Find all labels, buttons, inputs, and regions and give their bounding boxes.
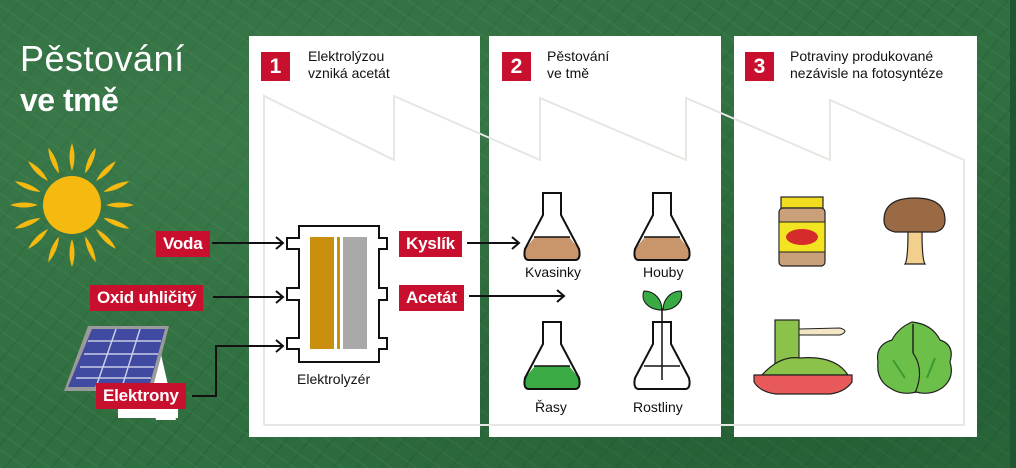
step-title-line1: Elektrolýzou [308,48,385,64]
flask-liquid [524,237,580,260]
sun-ray [69,239,75,267]
sun-ray [14,181,41,192]
step-title-line1: Potraviny produkované [790,48,934,64]
lettuce-icon [876,321,952,394]
flask-outline [633,321,691,390]
flask-icon [523,192,581,261]
step-number-badge: 3 [745,52,774,81]
input-label-water: Voda [156,231,210,257]
input-label-co2: Oxid uhličitý [90,285,204,311]
factory-outline [263,94,965,426]
right-edge-strip [1010,0,1016,468]
electrolyzer-icon [286,225,388,363]
flask-icon [523,321,581,390]
step-title-line1: Pěstování [547,48,610,64]
step-title-line2: vzniká acetát [308,65,390,81]
input-arrows [192,236,285,397]
flask-liquid [524,366,580,389]
step-number-badge: 1 [261,52,290,81]
electrolyzer-label: Elektrolyzér [297,371,371,387]
flask-outline [523,192,581,261]
step-number-badge: 2 [502,52,531,81]
flask-liquid [634,237,690,260]
sun-ray [96,229,116,249]
step-title-line2: nezávisle na fotosyntéze [790,65,944,81]
sun-ray [28,161,48,181]
page-title-line1: Pěstování [20,38,185,79]
step-title: Pěstování ve tmě [547,48,609,82]
flask-icon [633,192,691,261]
step-title-line2: ve tmě [547,65,590,81]
organism-label-plants: Rostliny [633,399,683,415]
jar-icon [778,196,826,267]
pasta-icon [753,319,853,395]
sun-ray [103,181,130,192]
input-label-electrons: Elektrony [96,383,186,409]
mushroom-icon [883,197,946,265]
plant-leaves-icon [642,290,683,380]
step-title: Elektrolýzou vzniká acetát [308,48,390,82]
page-title-line2: ve tmě [20,82,119,118]
output-label-oxygen: Kyslík [399,231,462,257]
sun-ray [85,236,96,263]
sun-ray [48,147,59,174]
sun-ray [28,229,48,249]
sun-ray [69,143,75,171]
sun-ray [96,161,116,181]
output-arrows [467,236,566,303]
sun-ray [103,218,130,229]
organism-label-yeast: Kvasinky [525,264,582,280]
output-label-acetate: Acetát [399,285,464,311]
sun-ray [106,202,134,208]
sun-ray [48,236,59,263]
flask-outline [523,321,581,390]
sun-ray [14,218,41,229]
sun-ray [85,147,96,174]
step-title: Potraviny produkované nezávisle na fotos… [790,48,943,82]
flask-outline [633,192,691,261]
sun-icon [10,143,134,267]
sun-ray [10,202,38,208]
organism-label-fungi: Houby [643,264,684,280]
organism-label-algae: Řasy [535,399,567,415]
